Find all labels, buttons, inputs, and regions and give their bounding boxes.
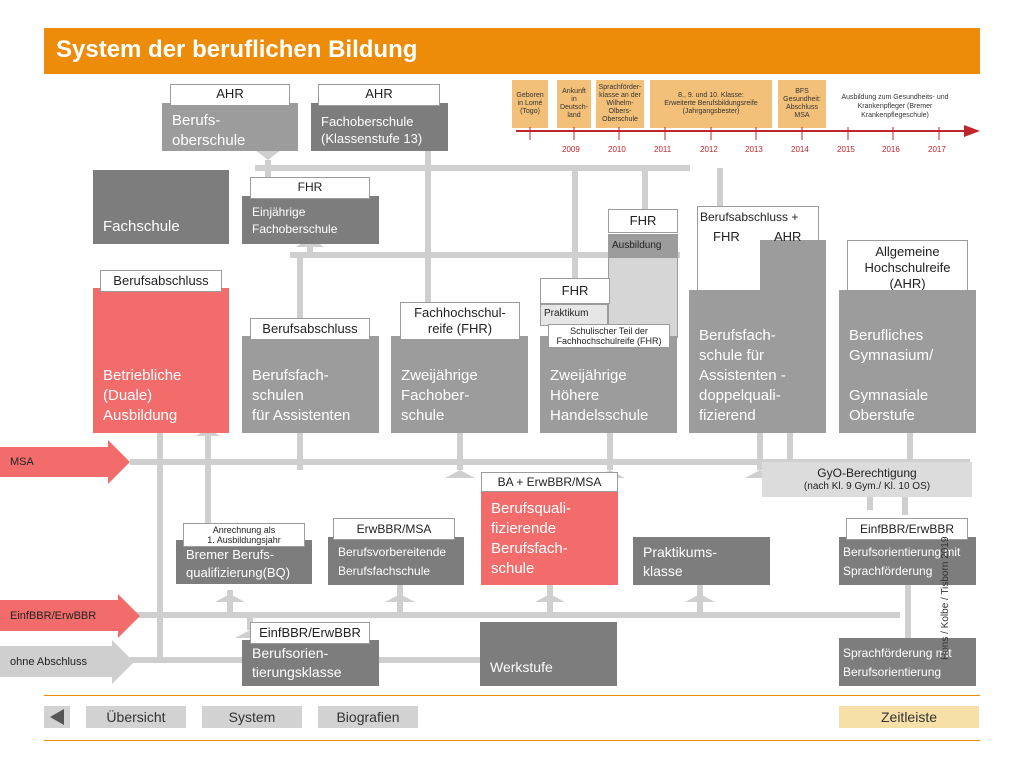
werkstufe-box: Werkstufe	[480, 622, 617, 686]
timeline-event-6: Ausbildung zum Gesundheits- und Krankenp…	[841, 94, 949, 119]
nav-divider-bottom	[44, 740, 980, 741]
ohne-arrow	[0, 640, 134, 684]
year-2013: 2013	[745, 145, 763, 154]
year-2010: 2010	[608, 145, 626, 154]
page-title: System der beruflichen Bildung	[56, 36, 418, 63]
ausbildung-label: Ausbildung	[612, 240, 662, 251]
side-arrows	[0, 440, 140, 684]
dq-fhr-label: FHR	[713, 229, 740, 244]
year-2015: 2015	[837, 145, 855, 154]
dq-berufsabschluss-label: Berufsabschluss +	[700, 210, 799, 224]
einjaehrige-fos-label: Einjährige Fachoberschule	[252, 205, 338, 236]
praktikumsklasse-box: Praktikums- klasse	[633, 537, 770, 585]
sprachfoerderung-bo-box: Sprachförderung mit Berufsorientierung	[839, 638, 976, 686]
timeline-event-2: Ankunft in Deutsch- land	[557, 80, 591, 128]
bfs-doppelqualifizierend-box: Berufsfach- schule für Assistenten - dop…	[689, 290, 826, 433]
credit-text: Hons / Kolbe / Tisborn 2019	[940, 536, 951, 660]
timeline-event-3: Sprachförder- klasse an der Wilhelm- Olb…	[596, 80, 644, 128]
einjaehrige-fos-box: Einjährige Fachoberschule	[242, 196, 379, 244]
gyo-sub-label: (nach Kl. 9 Gym./ Kl. 10 OS)	[803, 481, 931, 492]
einf-erw-badge-1: EinfBBR/ErwBBR	[846, 518, 968, 540]
msa-arrow	[0, 440, 130, 484]
berufliches-gymnasium-box: Berufliches Gymnasium/ Gymnasiale Oberst…	[839, 290, 976, 433]
fhr-badge-hhs: FHR	[540, 278, 610, 304]
fachoberschule13-label: Fachoberschule (Klassenstufe 13)	[321, 114, 423, 146]
nav-divider-top	[44, 695, 980, 696]
timeline-event-5: BFS Gesundheit: Abschluss MSA	[778, 80, 826, 128]
ausbildung-header	[608, 234, 678, 258]
fhr-badge-fos: FHR	[250, 177, 370, 199]
berufsorientierungsklasse-box: Berufsorien- tierungsklasse	[242, 640, 379, 686]
bfs-assistenten-box: Berufsfach- schulen für Assistenten	[242, 336, 379, 433]
duale-ausbildung-box: Betriebliche (Duale) Ausbildung	[93, 288, 229, 433]
fachoberschule13-box: Fachoberschule (Klassenstufe 13)	[311, 103, 448, 151]
system-button[interactable]: System	[202, 706, 302, 728]
berufsabschluss-badge-2: Berufsabschluss	[250, 318, 370, 340]
ahr-badge-1: AHR	[170, 84, 290, 106]
berufsoberschule-box: Berufs- oberschule	[162, 103, 298, 151]
zweijaehrige-fos-box: Zweijährige Fachober- schule	[391, 336, 528, 433]
year-2011: 2011	[654, 145, 672, 154]
einf-label: EinfBBR/ErwBBR	[10, 610, 97, 622]
bremer-bq-box: Bremer Berufs- qualifizierung(BQ)	[176, 540, 312, 584]
zeitleiste-button[interactable]: Zeitleiste	[839, 706, 979, 728]
berufsqualifizierende-bfs-box: Berufsquali- fizierende Berufsfach- schu…	[481, 489, 618, 585]
fachschule-label: Fachschule	[103, 218, 180, 235]
ohne-abschluss-label: ohne Abschluss	[10, 656, 88, 668]
back-arrow-icon	[50, 709, 64, 725]
hoehere-handelsschule-box: Zweijährige Höhere Handelsschule	[540, 336, 677, 433]
einf-arrow	[0, 594, 140, 638]
ba-erw-msa-badge: BA + ErwBBR/MSA	[481, 472, 618, 492]
dq-ahr-label: AHR	[774, 229, 802, 244]
year-2009: 2009	[562, 145, 580, 154]
fhr-reife-badge: Fachhochschul- reife (FHR)	[400, 302, 520, 340]
year-2016: 2016	[882, 145, 900, 154]
gyo-berechtigung-box: GyO-Berechtigung (nach Kl. 9 Gym./ Kl. 1…	[762, 462, 972, 497]
year-2017: 2017	[928, 145, 946, 154]
back-button[interactable]	[44, 706, 70, 728]
ahr-badge-2: AHR	[318, 84, 440, 106]
fachschule-box: Fachschule	[93, 170, 229, 244]
schulischer-teil-badge: Schulischer Teil der Fachhochschulreife …	[548, 324, 670, 348]
gyo-label: GyO-Berechtigung	[817, 466, 917, 480]
fhr-badge-ausbildung: FHR	[608, 209, 678, 233]
year-2014: 2014	[791, 145, 809, 154]
berufsoberschule-label: Berufs- oberschule	[172, 112, 246, 149]
berufsorientierung-sprach-box: Berufsorientierung mit Sprachförderung	[839, 537, 976, 585]
timeline-event-4: 8., 9. und 10. Klasse: Erweiterte Berufs…	[650, 80, 772, 128]
dq-gray-inset	[760, 240, 820, 292]
erw-msa-badge: ErwBBR/MSA	[333, 518, 455, 540]
einf-erw-badge-2: EinfBBR/ErwBBR	[250, 622, 370, 644]
year-2012: 2012	[700, 145, 718, 154]
anrechnung-badge: Anrechnung als 1. Ausbildungsjahr	[183, 523, 305, 547]
uebersicht-button[interactable]: Übersicht	[86, 706, 186, 728]
timeline-event-1: Geboren in Lomé (Togo)	[512, 80, 548, 128]
biografien-button[interactable]: Biografien	[318, 706, 418, 728]
berufsabschluss-badge-1: Berufsabschluss	[100, 270, 222, 292]
title-bar	[44, 28, 980, 74]
berufsvorbereitende-bfs-box: Berufsvorbereitende Berufsfachschule	[328, 537, 464, 585]
msa-label: MSA	[10, 456, 34, 468]
